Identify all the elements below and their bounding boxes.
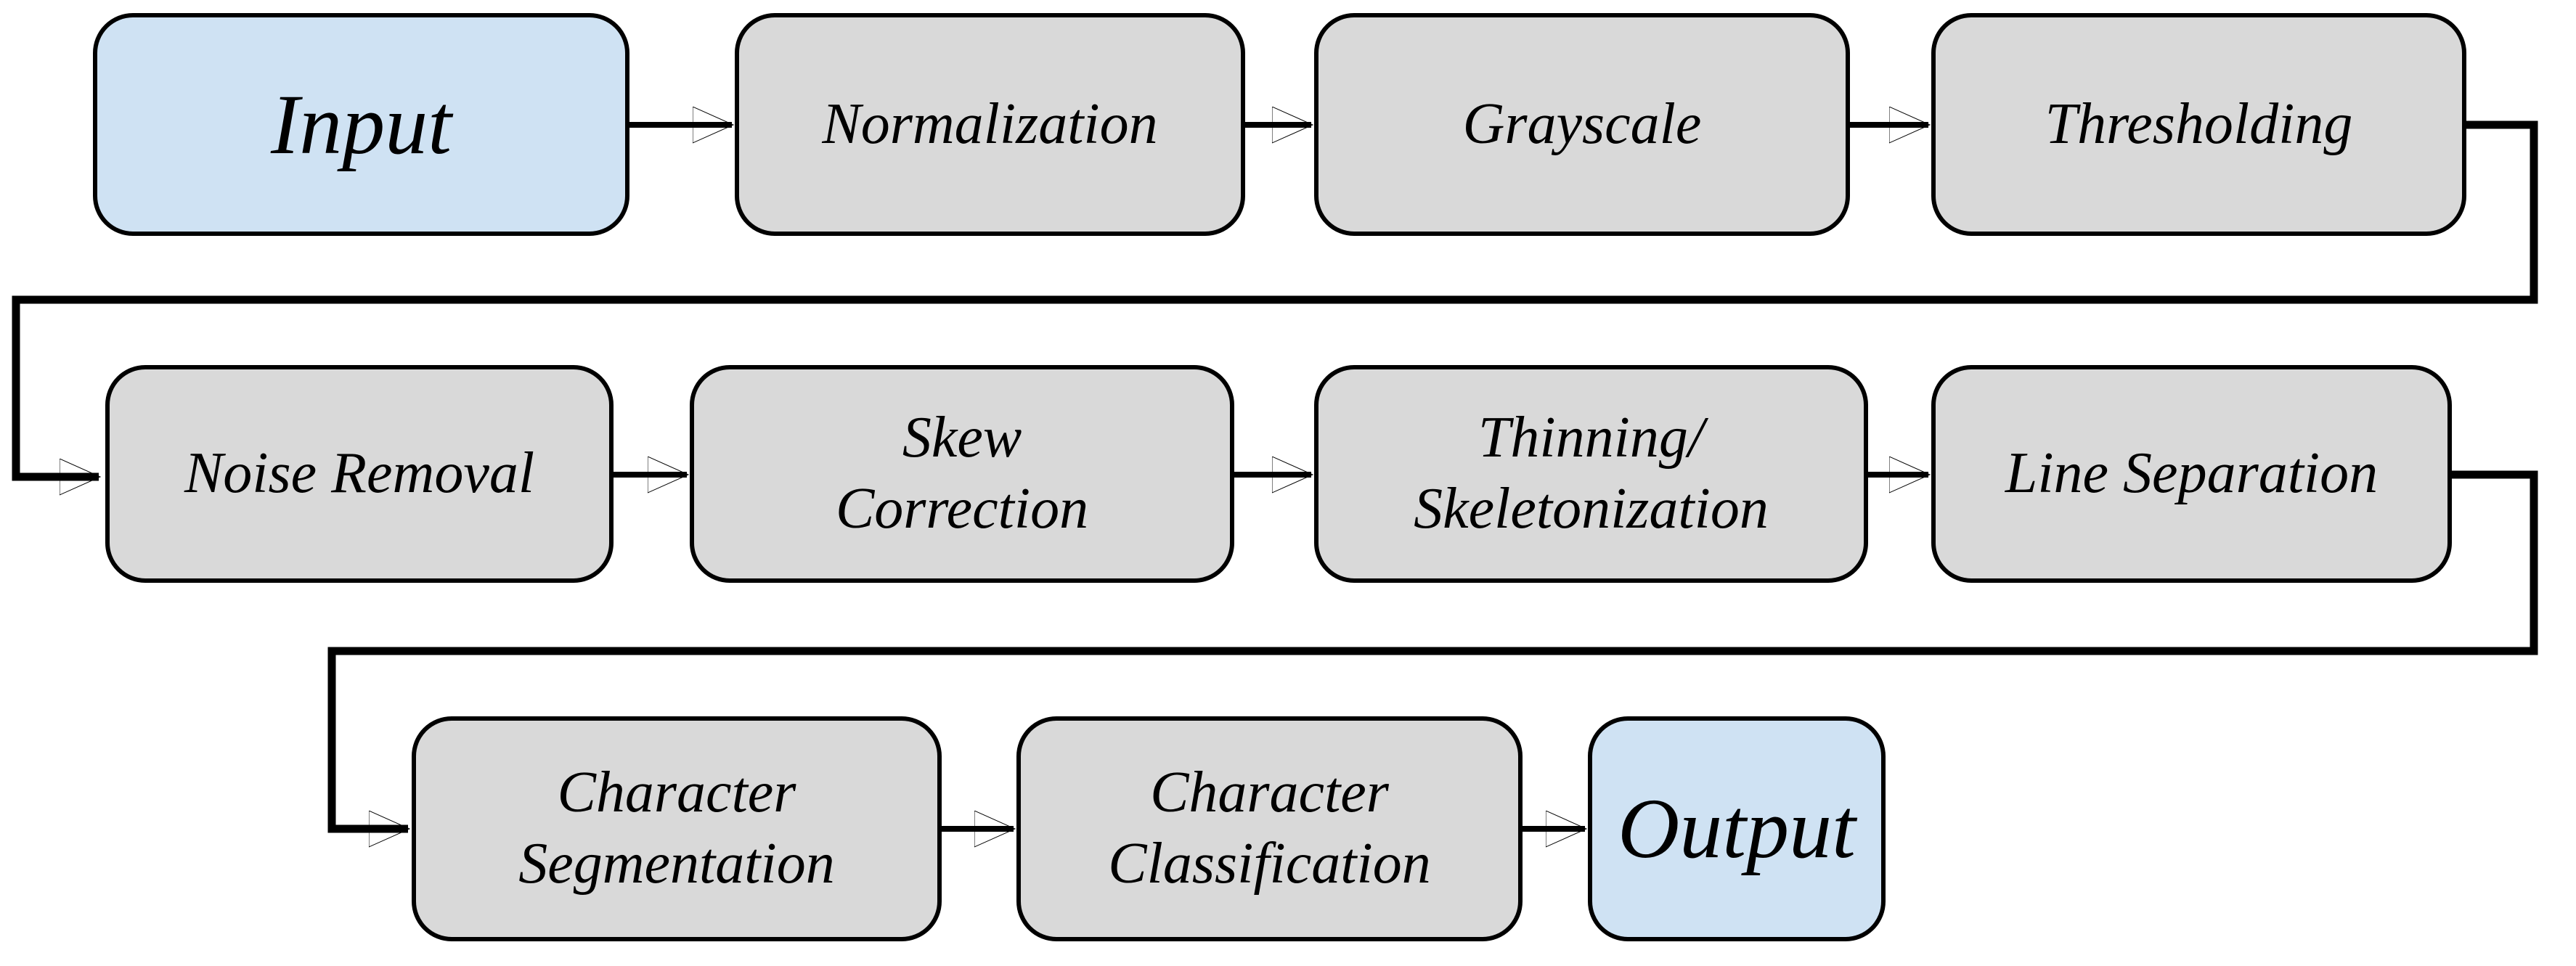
- node-line-separation: Line Separation: [1931, 365, 2452, 583]
- node-skew-correction-label: Skew Correction: [835, 406, 1089, 541]
- node-thinning-skeletonization-label: Thinning/ Skeletonization: [1414, 406, 1769, 541]
- node-input: Input: [93, 13, 629, 236]
- node-normalization-label: Normalization: [822, 91, 1158, 156]
- node-input-label: Input: [270, 76, 452, 172]
- node-grayscale-label: Grayscale: [1462, 91, 1702, 156]
- node-grayscale: Grayscale: [1314, 13, 1850, 236]
- node-output-label: Output: [1618, 781, 1856, 877]
- node-line-separation-label: Line Separation: [2005, 441, 2379, 506]
- node-thinning-skeletonization: Thinning/ Skeletonization: [1314, 365, 1868, 583]
- node-character-segmentation-label: Character Segmentation: [518, 761, 835, 896]
- node-character-classification-label: Character Classification: [1108, 761, 1431, 896]
- node-thresholding: Thresholding: [1931, 13, 2466, 236]
- node-noise-removal: Noise Removal: [105, 365, 614, 583]
- node-character-classification: Character Classification: [1016, 716, 1523, 941]
- node-noise-removal-label: Noise Removal: [184, 441, 535, 506]
- node-skew-correction: Skew Correction: [690, 365, 1234, 583]
- node-thresholding-label: Thresholding: [2045, 91, 2353, 156]
- node-normalization: Normalization: [735, 13, 1245, 236]
- node-output: Output: [1588, 716, 1886, 941]
- node-character-segmentation: Character Segmentation: [412, 716, 942, 941]
